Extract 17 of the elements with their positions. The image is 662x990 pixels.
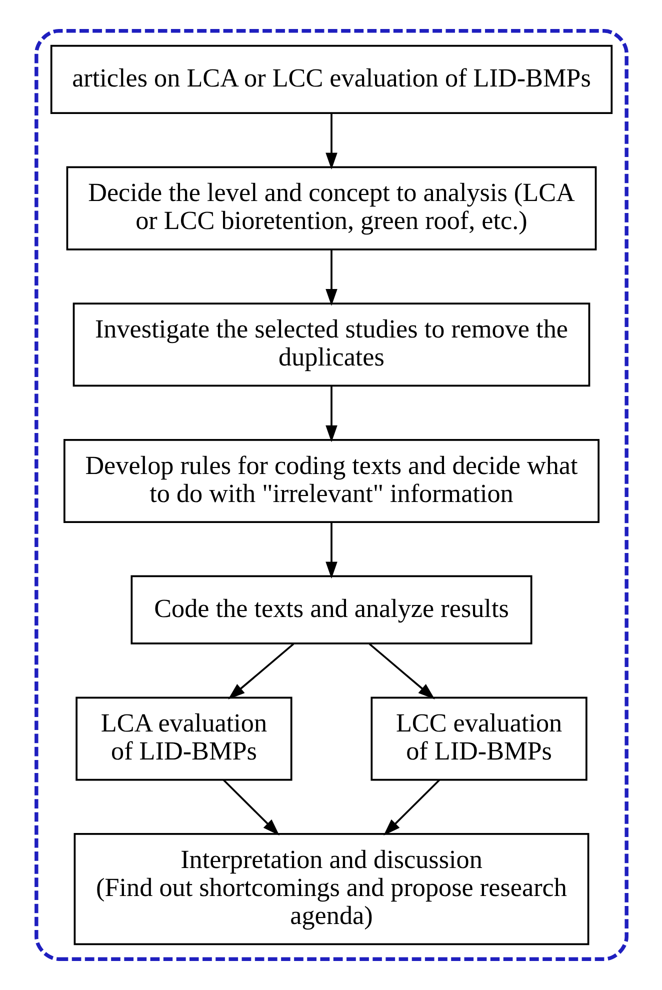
arrow <box>325 250 337 306</box>
arrow <box>228 643 294 700</box>
node-box: Code the texts and analyze results <box>130 575 532 644</box>
node-box: LCA evaluation of LID-BMPs <box>75 696 292 781</box>
arrow <box>325 114 337 170</box>
arrow <box>325 522 337 579</box>
node-box: articles on LCA or LCC evaluation of LID-BMPs <box>50 44 612 114</box>
node-box: Interpretation and discussion (Find out shortcomings and propose research agenda) <box>73 833 589 946</box>
cluster <box>34 29 628 961</box>
node-box: Decide the level and concept to analysis (LCA or LCC bioretention, green roof, etc.) <box>66 166 596 250</box>
arrow <box>325 386 337 442</box>
node-box: LCC evaluation of LID-BMPs <box>370 696 587 781</box>
arrow <box>383 779 440 836</box>
arrow <box>368 643 434 700</box>
arrow <box>222 779 279 836</box>
node-box: Investigate the selected studies to remove the duplicates <box>72 302 590 387</box>
node-box: Develop rules for coding texts and decide what to do with "irrelevant" information <box>62 438 599 524</box>
